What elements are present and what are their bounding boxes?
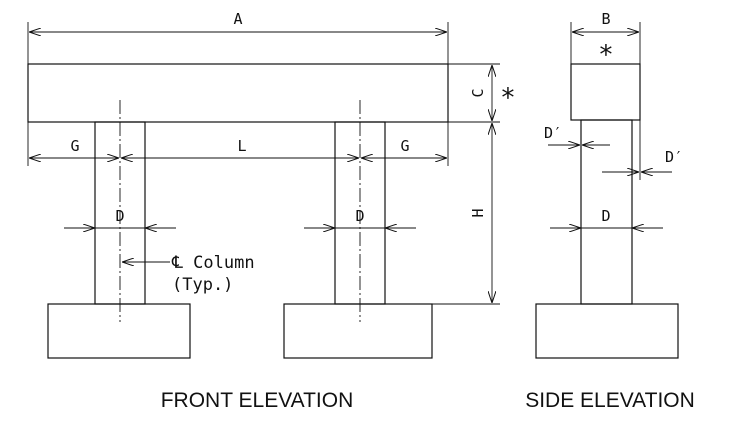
front-right-footing <box>283 303 433 359</box>
dim-b-label: B <box>601 10 610 28</box>
dim-h-label: H <box>469 208 487 217</box>
front-elevation-caption: FRONT ELEVATION <box>161 389 354 412</box>
front-elevation: A G L G D D ℄ Column (Typ.) C ∗ H <box>27 10 516 359</box>
front-left-footing <box>47 303 191 359</box>
dim-d-side-label: D <box>601 207 610 225</box>
dim-a-label: A <box>233 10 242 28</box>
dim-d-left-label: D <box>115 207 124 225</box>
dim-c-label: C <box>469 88 487 97</box>
dim-dprime-top-label: D′ <box>544 124 562 142</box>
side-elevation: B ∗ D′ D′ D <box>535 10 683 359</box>
dim-dprime-bottom-label: D′ <box>665 148 683 166</box>
side-elevation-caption: SIDE ELEVATION <box>525 389 695 412</box>
front-cap-beam <box>27 63 449 123</box>
dim-g-left-label: G <box>70 137 79 155</box>
column-note-line1: ℄ Column <box>171 253 255 273</box>
dim-g-right-label: G <box>400 137 409 155</box>
dim-l-label: L <box>237 137 246 155</box>
dim-c-asterisk: ∗ <box>500 78 516 108</box>
column-note-line2: (Typ.) <box>172 275 233 295</box>
dim-d-right-label: D <box>355 207 364 225</box>
side-footing <box>535 303 679 359</box>
side-cap-beam <box>570 63 641 121</box>
dim-b-asterisk: ∗ <box>598 35 614 65</box>
